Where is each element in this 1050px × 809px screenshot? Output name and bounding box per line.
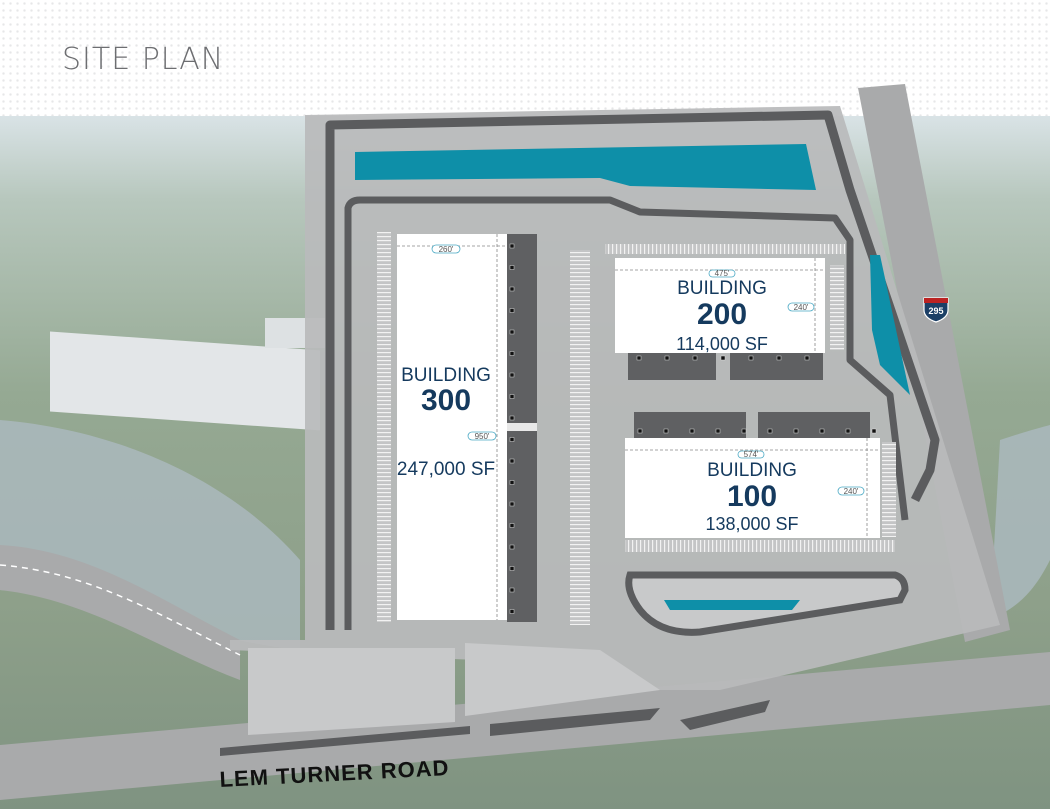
dock-door xyxy=(509,265,515,270)
road-median-2 xyxy=(490,708,660,736)
dock-door xyxy=(663,428,669,434)
west-access-road xyxy=(0,545,240,680)
dock-door xyxy=(509,523,515,528)
dock-door xyxy=(871,428,877,434)
dock-door xyxy=(509,394,515,399)
interstate-295 xyxy=(858,84,1010,642)
dock-door xyxy=(637,428,643,434)
page-title: SITE PLAN xyxy=(62,42,225,77)
dock-door xyxy=(715,428,721,434)
lane-marking xyxy=(0,564,241,656)
dock-door xyxy=(509,329,515,335)
dock-door xyxy=(636,355,642,361)
parking-100-south xyxy=(625,540,895,552)
building-300-width-dim: 260' xyxy=(439,245,454,254)
building-200-depth-dim: 240' xyxy=(794,303,809,312)
building-300-label: BUILDING xyxy=(401,365,491,386)
road-median xyxy=(220,726,470,756)
dock-door xyxy=(776,355,782,361)
dock-door xyxy=(509,308,515,313)
parking-200-north xyxy=(605,244,845,254)
building-100-label: BUILDING xyxy=(707,460,797,481)
header-band: SITE PLAN xyxy=(0,0,1050,116)
dock-door xyxy=(664,355,670,361)
dock-door xyxy=(509,415,515,421)
dock-door xyxy=(741,428,747,434)
pond-east xyxy=(870,255,910,395)
dock-door xyxy=(509,286,515,292)
building-300-number: 300 xyxy=(421,384,471,417)
dock-doors xyxy=(509,243,877,614)
entrance-pad-east xyxy=(465,643,660,716)
interstate-shield-icon: 295 xyxy=(923,297,949,323)
building-200-area: 114,000 SF xyxy=(676,334,768,354)
entrance-pads xyxy=(248,648,455,735)
dock-door xyxy=(509,437,515,442)
dock-door xyxy=(509,480,515,485)
building-200[interactable]: 475' 240' BUILDING 200 114,000 SF xyxy=(615,258,825,354)
dock-door xyxy=(767,428,773,434)
dock-door xyxy=(689,428,695,434)
building-300[interactable]: 260' 950' BUILDING 300 247,000 SF xyxy=(397,234,507,620)
dock-door xyxy=(748,355,754,361)
dock-door xyxy=(509,351,515,356)
building-100-area: 138,000 SF xyxy=(705,514,798,534)
building-100-width-dim: 574' xyxy=(744,450,759,459)
existing-warehouse xyxy=(50,331,320,431)
building-100-number: 100 xyxy=(727,480,777,513)
dock-door xyxy=(720,355,726,361)
dock-door xyxy=(509,566,515,571)
building-200-number: 200 xyxy=(697,298,747,331)
building-300-area: 247,000 SF xyxy=(397,459,495,480)
perimeter-road xyxy=(325,110,940,630)
building-100[interactable]: 574' 240' BUILDING 100 138,000 SF xyxy=(625,438,880,538)
dock-door xyxy=(509,587,515,593)
dock-door xyxy=(509,501,515,507)
dock-door xyxy=(509,372,515,378)
dock-door xyxy=(793,428,799,434)
parking-200-east xyxy=(830,265,844,350)
truck-court-100 xyxy=(634,412,746,438)
lake-east xyxy=(990,425,1050,620)
dock-door xyxy=(692,355,698,361)
parking-west xyxy=(377,232,391,622)
dock-door xyxy=(845,428,851,434)
dock-door xyxy=(509,458,515,464)
dock-door xyxy=(509,243,515,249)
road-median-3 xyxy=(680,700,770,730)
dock-door xyxy=(509,609,515,614)
truck-court-200 xyxy=(628,353,716,380)
building-200-width-dim: 475' xyxy=(715,269,730,278)
pond-north xyxy=(355,144,816,190)
building-300-length-dim: 950' xyxy=(475,432,490,441)
pond-south xyxy=(664,600,800,610)
svg-text:295: 295 xyxy=(928,306,943,316)
parking-100-east xyxy=(882,442,896,537)
dock-door xyxy=(509,544,515,550)
building-100-depth-dim: 240' xyxy=(844,487,859,496)
dock-door xyxy=(804,355,810,361)
parking-central xyxy=(570,250,590,625)
dock-door xyxy=(819,428,825,434)
building-200-label: BUILDING xyxy=(677,278,767,299)
